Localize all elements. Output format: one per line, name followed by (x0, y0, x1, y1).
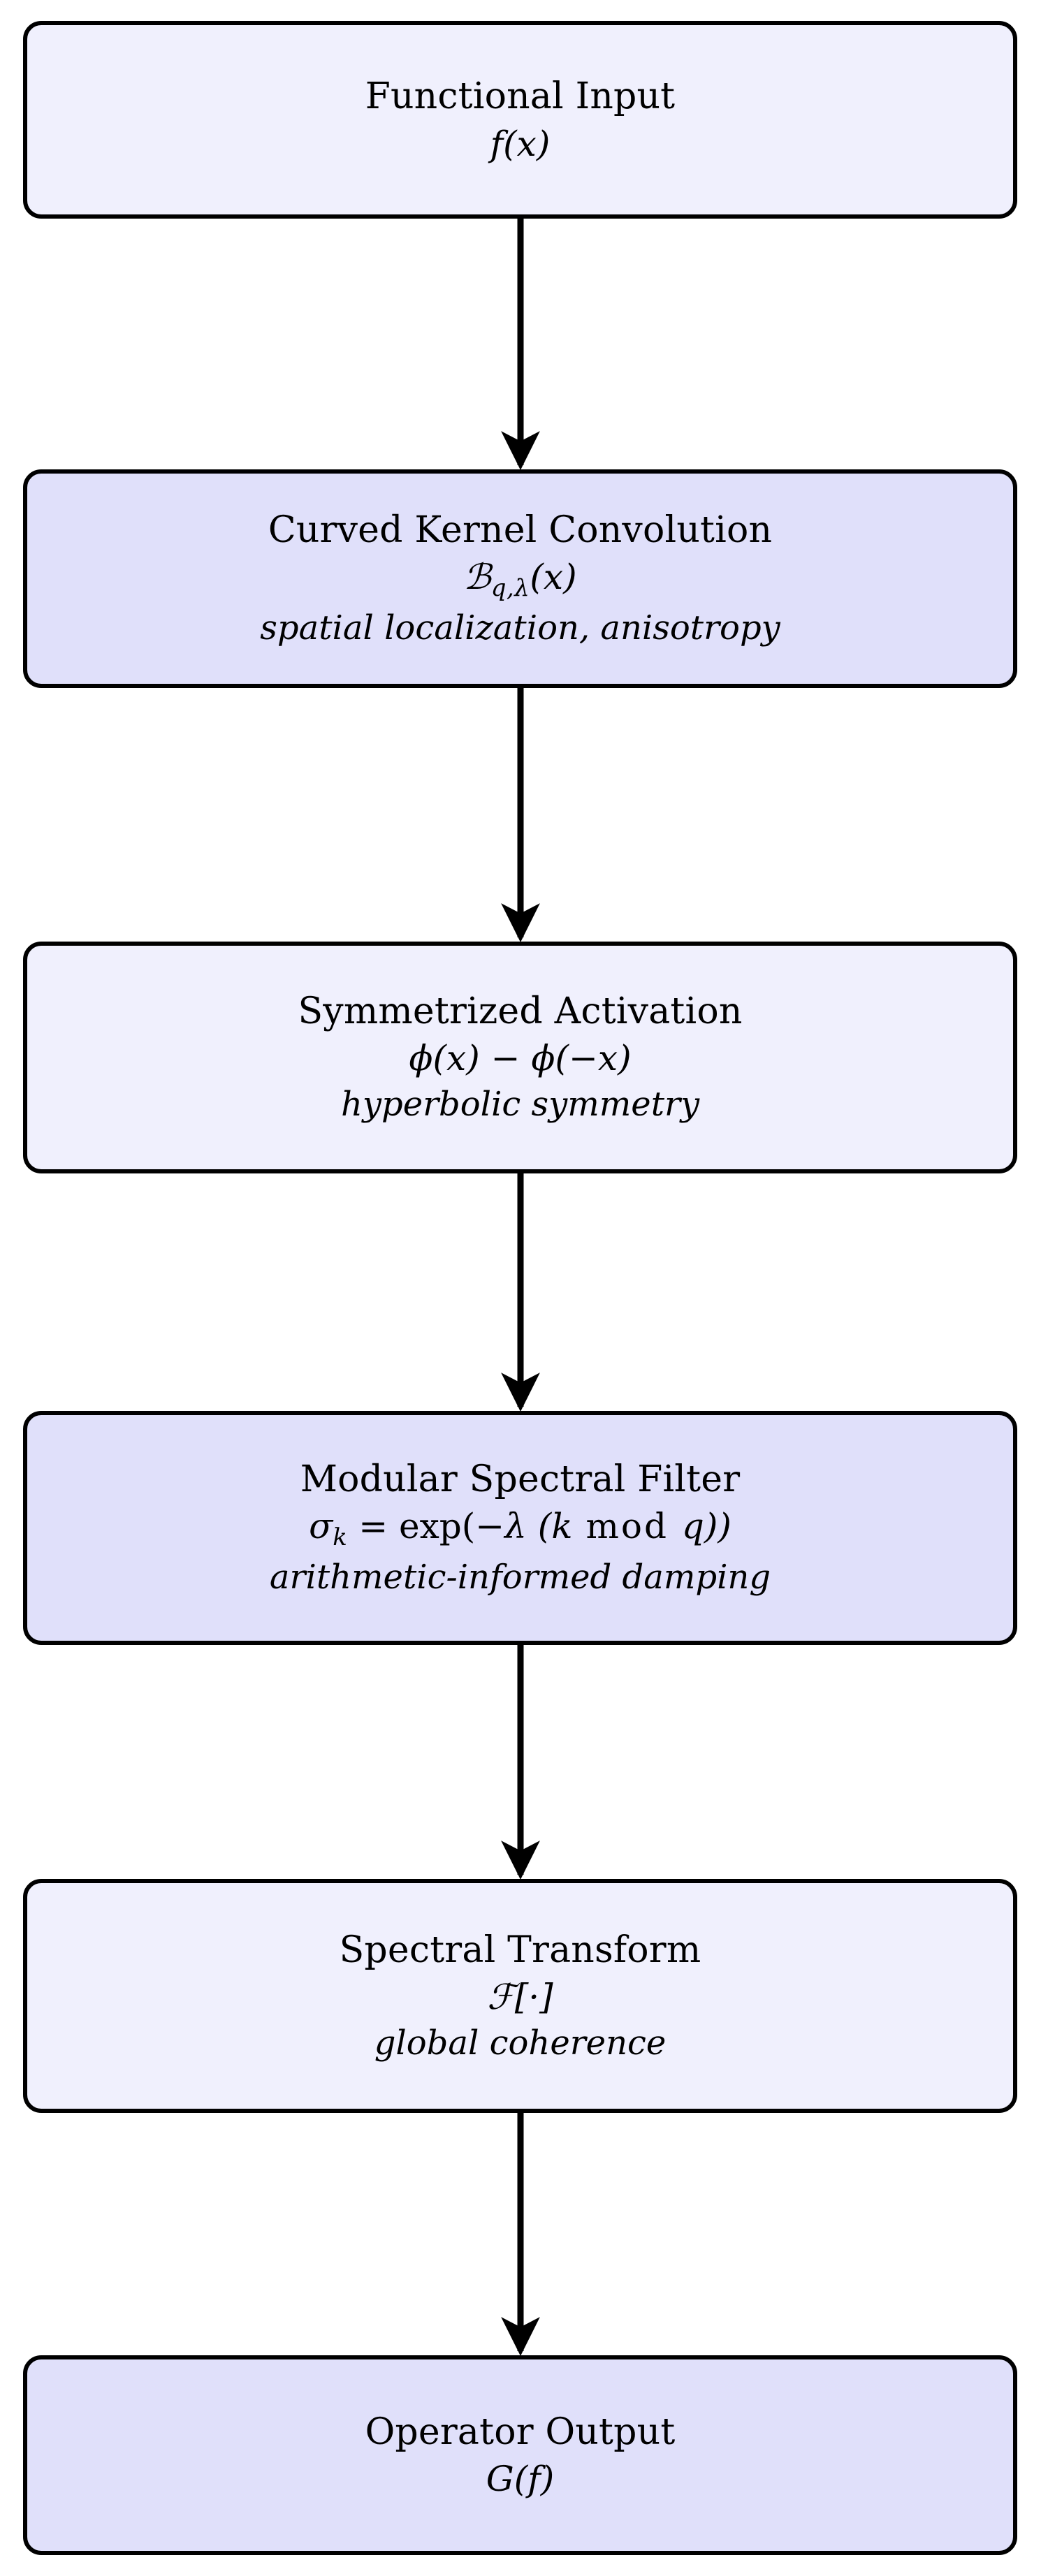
node-formula-functional-input: f(x) (490, 123, 551, 164)
node-formula-spectral-transform: ℱ[·] (487, 1976, 553, 2017)
sigma-subscript: k (333, 1523, 348, 1552)
kernel-argument: (x) (530, 557, 577, 598)
node-functional-input[interactable]: Functional Input f(x) (23, 21, 1017, 219)
node-caption-modular-spectral-filter: arithmetic-informed damping (269, 1558, 771, 1597)
lambda-term: −λ (k (475, 1506, 573, 1547)
mod-operator: mod (572, 1506, 682, 1547)
sigma-symbol: σ (309, 1506, 333, 1547)
exp-operator: = exp( (347, 1506, 476, 1547)
node-title-modular-spectral-filter: Modular Spectral Filter (300, 1458, 741, 1500)
node-formula-modular-spectral-filter: σk = exp(−λ (k mod q)) (309, 1507, 731, 1551)
node-operator-output[interactable]: Operator Output G(f) (23, 2355, 1017, 2555)
node-title-symmetrized-activation: Symmetrized Activation (298, 990, 743, 1032)
node-curved-kernel-convolution[interactable]: Curved Kernel Convolution ℬq,λ(x) spatia… (23, 469, 1017, 688)
kernel-subscript: q,λ (490, 574, 530, 603)
node-caption-curved-kernel-convolution: spatial localization, anisotropy (260, 608, 780, 648)
modulus-term: q)) (681, 1506, 731, 1547)
kernel-symbol: ℬ (463, 557, 491, 598)
node-caption-symmetrized-activation: hyperbolic symmetry (340, 1085, 700, 1125)
node-title-spectral-transform: Spectral Transform (339, 1929, 701, 1971)
node-formula-symmetrized-activation: ϕ(x) − ϕ(−x) (409, 1038, 632, 1079)
node-title-functional-input: Functional Input (365, 75, 676, 118)
node-caption-spectral-transform: global coherence (374, 2023, 667, 2063)
node-formula-curved-kernel-convolution: ℬq,λ(x) (463, 557, 576, 601)
node-title-operator-output: Operator Output (365, 2410, 676, 2453)
node-modular-spectral-filter[interactable]: Modular Spectral Filter σk = exp(−λ (k m… (23, 1411, 1017, 1645)
node-formula-operator-output: G(f) (486, 2459, 555, 2500)
node-title-curved-kernel-convolution: Curved Kernel Convolution (268, 508, 773, 551)
node-symmetrized-activation[interactable]: Symmetrized Activation ϕ(x) − ϕ(−x) hype… (23, 942, 1017, 1173)
node-spectral-transform[interactable]: Spectral Transform ℱ[·] global coherence (23, 1879, 1017, 2113)
